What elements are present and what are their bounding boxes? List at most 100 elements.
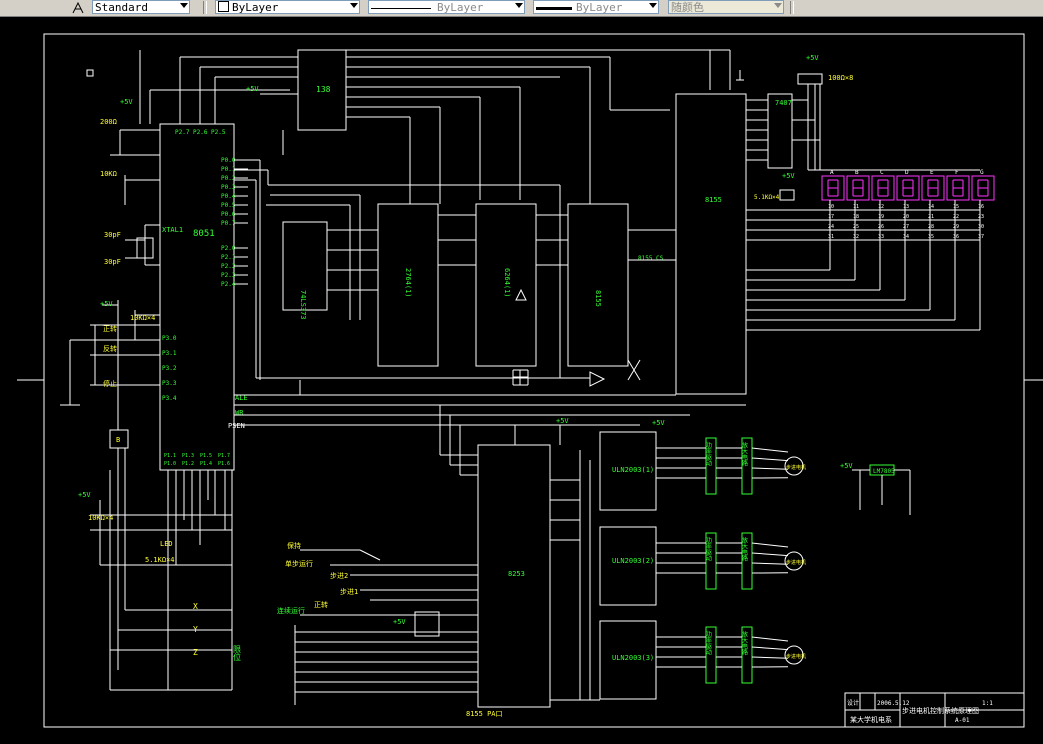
vcc-label-5: +5V xyxy=(806,54,819,62)
cs-label: 8155 CS xyxy=(638,255,664,262)
ram-6264 xyxy=(475,203,537,367)
power-driver-label: 功率驱动 xyxy=(705,536,712,562)
toolbar-separator xyxy=(203,1,207,14)
mcu-pin-label: P0.2 xyxy=(221,175,236,182)
b-box-label: B xyxy=(116,436,120,444)
frame-marker xyxy=(86,69,94,77)
led-label: LED xyxy=(160,540,173,548)
xtal-label: XTAL1 xyxy=(162,226,183,234)
chevron-down-icon xyxy=(515,3,523,8)
mcu-pin-label: P1.3 xyxy=(182,453,194,459)
single-step-label: 单步运行 xyxy=(285,559,313,568)
lineweight-select[interactable]: ByLayer xyxy=(533,0,659,14)
pin-number: 23 xyxy=(978,214,984,220)
pin-number: 18 xyxy=(853,214,859,220)
driver3-label: ULN2003(3) xyxy=(612,654,654,662)
power-driver-box xyxy=(705,532,717,590)
linetype-sample xyxy=(371,7,431,9)
linetype-select[interactable]: ByLayer xyxy=(368,0,525,14)
lineweight-sample xyxy=(536,6,572,10)
signal-line xyxy=(751,447,789,453)
segment-glyph xyxy=(977,179,989,197)
resistor-network xyxy=(797,73,823,85)
continuous-label: 连续运行 xyxy=(277,606,305,615)
regulator-label: LM7805 xyxy=(873,468,895,475)
c30p-top: 30pF xyxy=(104,231,121,239)
led-wiring xyxy=(90,448,233,691)
display-8155 xyxy=(675,93,747,395)
pin-number: 33 xyxy=(878,234,884,240)
pin-number: 32 xyxy=(853,234,859,240)
segment-letter: D xyxy=(905,169,909,176)
mcu-pin-label: P0.4 xyxy=(221,193,236,200)
pin-number: 24 xyxy=(828,224,834,230)
seven-segment-displays xyxy=(821,175,995,201)
ale-label: ALE xyxy=(235,394,248,402)
pin-number: 37 xyxy=(978,234,984,240)
driver-7407 xyxy=(767,93,793,169)
transistor-array xyxy=(779,189,795,201)
pin-number: 28 xyxy=(928,224,934,230)
motor-label: 步进电机 xyxy=(786,653,806,660)
psen-label: PSEN xyxy=(228,422,245,430)
vcc-label-7: +5V xyxy=(556,417,569,425)
step-label: 正转 xyxy=(314,600,328,609)
power-driver-label: 功率驱动 xyxy=(705,630,712,656)
mcu-pin-label: P2.1 xyxy=(221,254,236,261)
segment-letter: E xyxy=(930,169,934,176)
segment-letter: B xyxy=(855,169,859,176)
pin-number: 15 xyxy=(953,204,959,210)
counter-label: 8253 xyxy=(508,570,525,578)
eprom-label: 2764(1) xyxy=(404,268,412,298)
mcu-pin-label: P0.7 xyxy=(221,220,236,227)
text-style-icon[interactable] xyxy=(72,1,85,14)
layer-select[interactable]: ByLayer xyxy=(215,0,360,14)
mcu-pin-label: P0.0 xyxy=(221,157,236,164)
mcu-pin-label: P0.6 xyxy=(221,211,236,218)
amplifier-label: 放大电路 xyxy=(741,441,748,467)
stepper-motor xyxy=(784,551,804,571)
regulator-wiring xyxy=(852,469,911,515)
seven-segment-digit xyxy=(871,175,895,201)
plot-style-select[interactable]: 随颜色 xyxy=(668,0,784,14)
pin-number: 20 xyxy=(903,214,909,220)
mcu-pin-label: P1.1 xyxy=(164,453,176,459)
seven-segment-digit xyxy=(896,175,920,201)
c30p-bottom: 30pF xyxy=(104,258,121,266)
motor-label: 步进电机 xyxy=(786,559,806,566)
seg-r-label-2: 5.1KΩ×4 xyxy=(754,194,780,201)
pin-number: 27 xyxy=(903,224,909,230)
mcu-pin-label: P2.3 xyxy=(221,272,236,279)
segment-letter: A xyxy=(830,169,834,176)
drawing-frame xyxy=(17,33,1043,728)
amplifier-label: 放大电路 xyxy=(741,630,748,656)
mcu-pin-label: P3.0 xyxy=(162,335,177,342)
linetype-value: ByLayer xyxy=(437,1,484,14)
chevron-down-icon xyxy=(180,3,188,8)
power-driver-box xyxy=(705,626,717,684)
title-scale: 1:1 xyxy=(982,700,993,707)
mcu-left-wiring xyxy=(60,50,290,430)
chevron-down-icon xyxy=(774,3,782,8)
pullup-label: 10KΩ×4 xyxy=(130,314,155,322)
mcu-8051 xyxy=(159,123,235,471)
hold-label: 保持 xyxy=(287,541,301,550)
crystal xyxy=(136,237,154,259)
pullup-label-2: 10KΩ×4 xyxy=(88,514,113,522)
wr-label: WR xyxy=(235,409,244,417)
mcu-pin-label: P0.3 xyxy=(221,184,236,191)
driver2-label: ULN2003(2) xyxy=(612,557,654,565)
mcu-pin-label: P3.2 xyxy=(162,365,177,372)
vcc-label-1: +5V xyxy=(120,98,133,106)
amplifier-box xyxy=(741,437,753,495)
pio-label: 8155 xyxy=(594,290,602,307)
driver-wiring xyxy=(736,70,980,171)
properties-toolbar: Standard ByLayer ByLayer ByLayer 随颜色 xyxy=(0,0,1043,17)
text-style-select[interactable]: Standard xyxy=(92,0,190,14)
mcu-label: 8051 xyxy=(193,229,215,239)
mcu-pin-label: P2.2 xyxy=(221,263,236,270)
text-style-value: Standard xyxy=(95,1,148,14)
segment-glyph xyxy=(877,179,889,197)
mcu-pin-label: P3.4 xyxy=(162,395,177,402)
